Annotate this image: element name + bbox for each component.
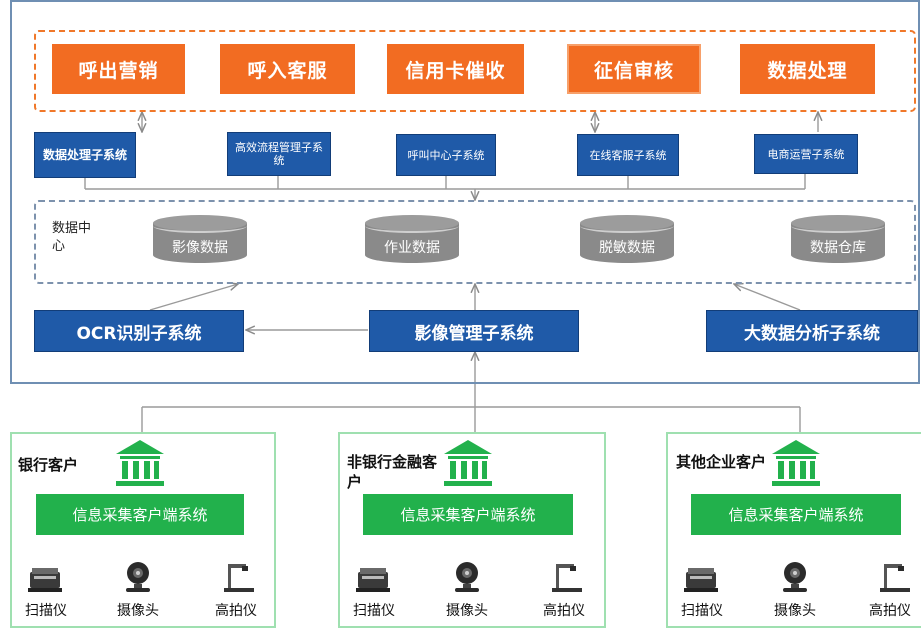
subsystem-ecommerce-ops: 电商运营子系统 <box>754 134 858 174</box>
subsystem-call-center: 呼叫中心子系统 <box>396 134 496 176</box>
data-center-frame <box>34 200 916 284</box>
arrow-ocr-dc <box>149 284 238 311</box>
device-label-scanner: 扫描仪 <box>353 603 395 619</box>
device-label-document-camera: 高拍仪 <box>215 603 257 619</box>
subsystem-workflow-management: 高效流程管理子系统 <box>227 132 331 176</box>
client-name-enterprise: 其他企业客户 <box>676 453 767 471</box>
webcam-icon <box>126 562 150 592</box>
bank-icon <box>772 440 820 486</box>
document-camera-icon <box>880 564 910 592</box>
scanner-icon <box>28 568 62 592</box>
image-management-subsystem: 影像管理子系统 <box>369 310 579 352</box>
business-credit-card-collection: 信用卡催收 <box>387 44 524 94</box>
webcam-icon <box>783 562 807 592</box>
datastore-image-data: 影像数据 <box>153 215 247 269</box>
datastore-label: 作业数据 <box>384 240 440 256</box>
business-outbound-marketing: 呼出营销 <box>52 44 185 94</box>
big-data-analysis-subsystem: 大数据分析子系统 <box>706 310 918 352</box>
subsystem-data-processing: 数据处理子系统 <box>34 132 136 178</box>
scanner-icon <box>684 568 718 592</box>
business-credit-review: 征信审核 <box>567 44 701 94</box>
datastore-masked-data: 脱敏数据 <box>580 215 674 269</box>
client-name-nonbank: 非银行金融客户 <box>347 453 438 491</box>
device-label-document-camera: 高拍仪 <box>869 603 911 619</box>
bank-icon <box>116 440 164 486</box>
system-frame <box>10 0 920 384</box>
device-label-document-camera: 高拍仪 <box>543 603 585 619</box>
webcam-icon <box>455 562 479 592</box>
device-label-webcam: 摄像头 <box>446 603 488 619</box>
info-collection-client-bank: 信息采集客户端系统 <box>36 494 244 535</box>
ocr-subsystem: OCR识别子系统 <box>34 310 244 352</box>
data-center-label: 数据中心 <box>52 221 92 254</box>
datastore-label: 脱敏数据 <box>599 240 655 256</box>
document-camera-icon <box>224 564 254 592</box>
datastore-data-warehouse: 数据仓库 <box>791 215 885 269</box>
scanner-icon <box>356 568 390 592</box>
device-label-webcam: 摄像头 <box>774 603 816 619</box>
device-label-scanner: 扫描仪 <box>25 603 67 619</box>
business-frame <box>34 30 916 112</box>
device-label-scanner: 扫描仪 <box>681 603 723 619</box>
document-camera-icon <box>552 564 582 592</box>
business-data-processing: 数据处理 <box>740 44 875 94</box>
subsystem-online-service: 在线客服子系统 <box>577 134 679 176</box>
client-name-bank: 银行客户 <box>18 456 79 474</box>
arrow-bigdata-dc <box>734 284 801 311</box>
info-collection-client-enterprise: 信息采集客户端系统 <box>691 494 901 535</box>
info-collection-client-nonbank: 信息采集客户端系统 <box>363 494 573 535</box>
datastore-label: 数据仓库 <box>810 240 866 256</box>
device-label-webcam: 摄像头 <box>117 603 159 619</box>
datastore-job-data: 作业数据 <box>365 215 459 269</box>
datastore-label: 影像数据 <box>172 240 228 256</box>
bank-icon <box>444 440 492 486</box>
business-inbound-service: 呼入客服 <box>220 44 355 94</box>
